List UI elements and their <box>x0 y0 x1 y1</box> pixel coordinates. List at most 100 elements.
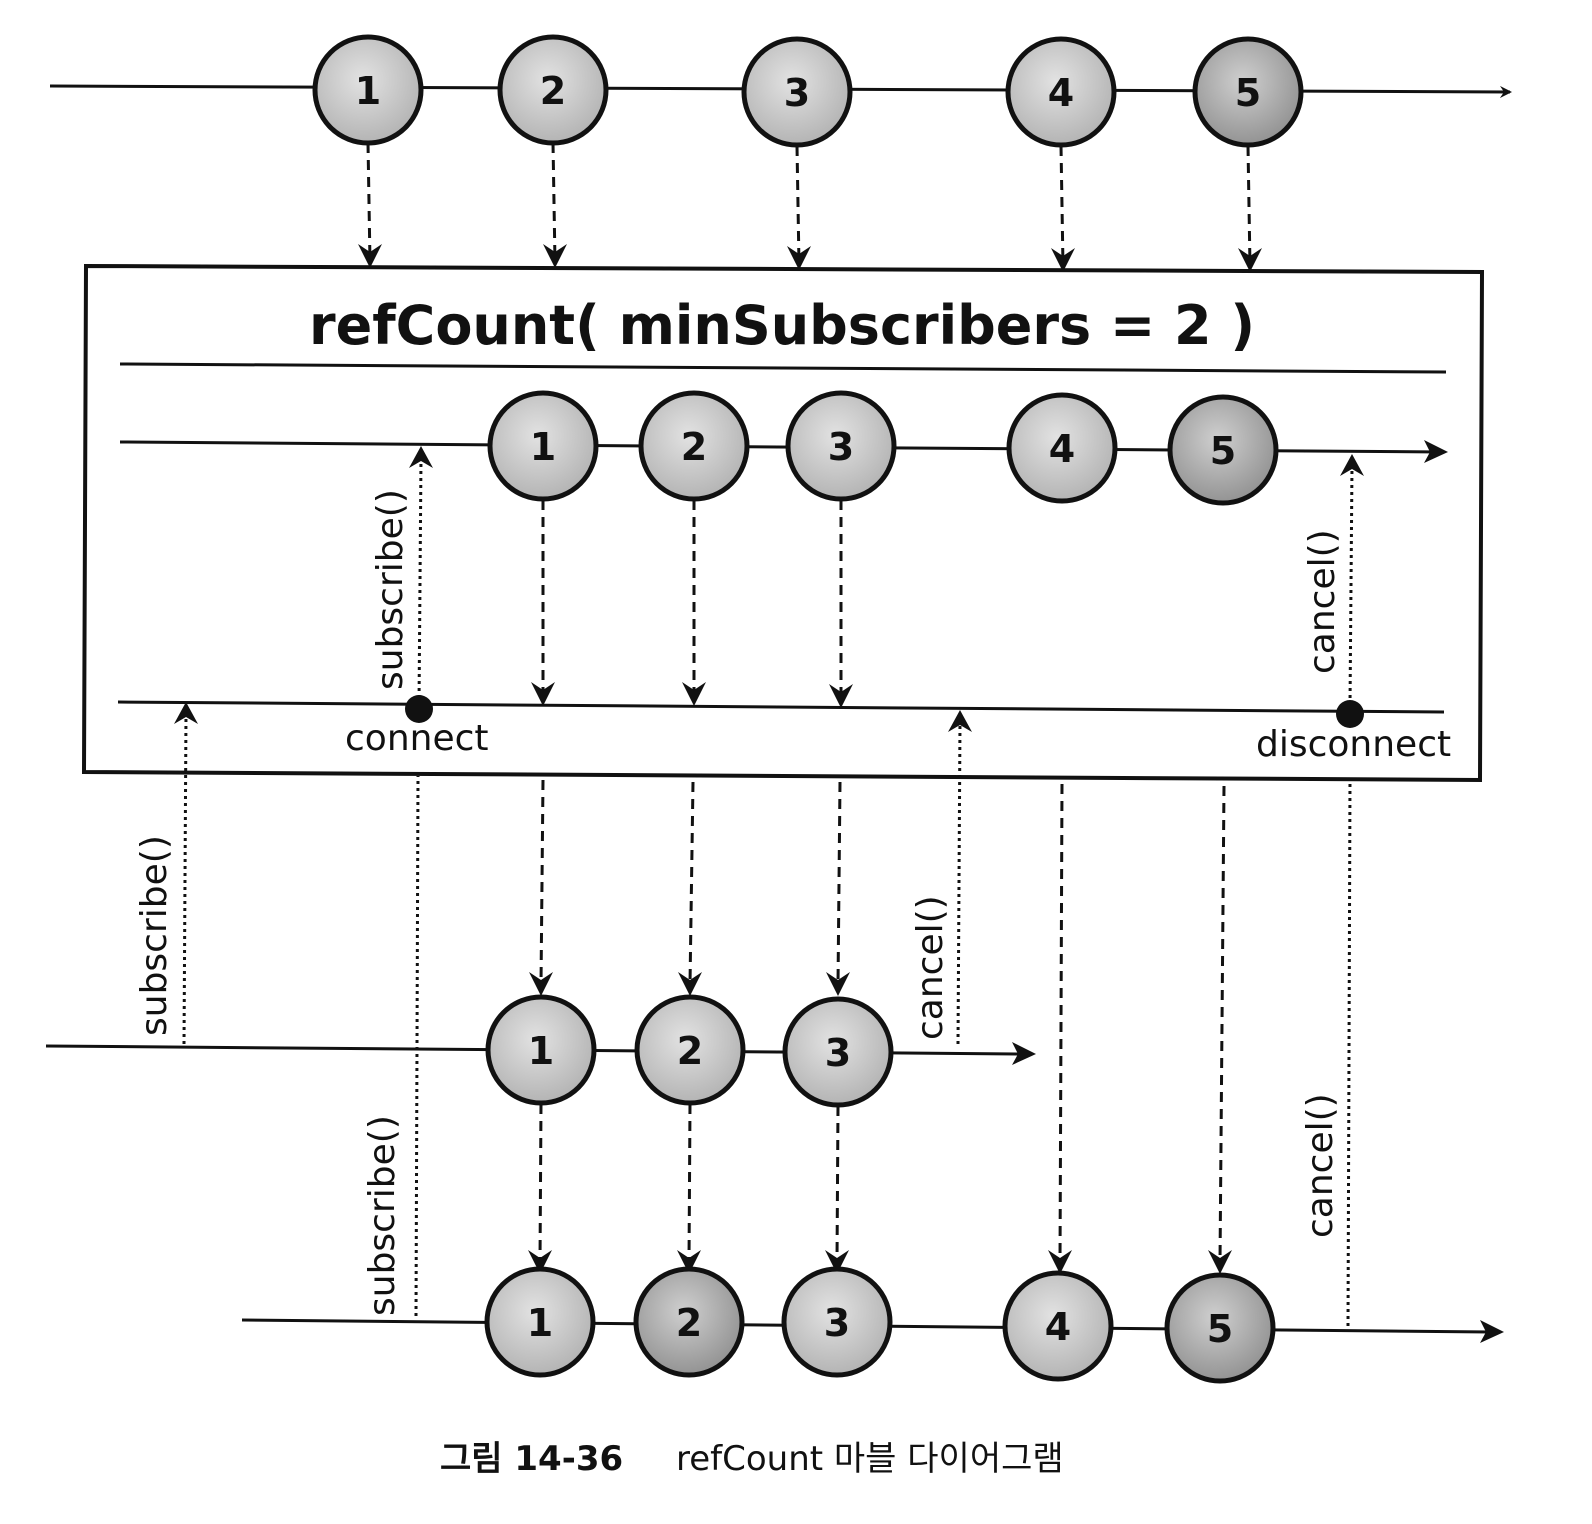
marble-circle <box>638 390 750 502</box>
source-to-operator-arrows <box>366 142 1252 267</box>
marble-label: 5 <box>1235 71 1261 115</box>
source-arrowhead-2 <box>543 244 567 268</box>
subscriber-a-arrowhead <box>1012 1042 1036 1065</box>
connectable-timeline-line <box>117 700 1445 714</box>
figure-caption-text: refCount 마블 다이어그램 <box>676 1439 1064 1479</box>
marble: 5 <box>1164 1272 1276 1384</box>
marble-label: 4 <box>1048 71 1074 115</box>
marble-label: 1 <box>355 69 381 113</box>
sub-b-subscribe-line <box>414 775 420 1317</box>
sub-a-to-sub-b-arrowhead-3 <box>825 1250 849 1274</box>
sub-a-to-sub-b-arrow-1 <box>538 1103 543 1263</box>
internal-emit-arrowhead-2 <box>682 682 706 706</box>
source-arrowhead-3 <box>787 246 811 270</box>
marble-circle <box>1002 1270 1114 1382</box>
connect-event-dot <box>405 695 433 723</box>
marble: 1 <box>484 1266 596 1378</box>
source-arrowhead-1 <box>358 244 382 268</box>
subscriber-a-marbles: 1 2 3 <box>485 994 894 1108</box>
sub-a-to-sub-b-arrowheads <box>528 1250 849 1274</box>
op-to-sub-b-arrow-4 <box>1058 783 1064 1263</box>
marble: 1 <box>487 390 599 502</box>
disconnect-event-dot <box>1336 700 1364 728</box>
marble-label: 3 <box>784 71 810 115</box>
operator-box-border <box>81 263 1485 783</box>
sub-a-to-sub-b-arrowhead-1 <box>528 1250 552 1274</box>
marble-label: 3 <box>824 1301 850 1345</box>
source-arrow-3 <box>795 145 801 265</box>
internal-cancel-line <box>1348 465 1354 706</box>
internal-subscribe-label: subscribe() <box>370 489 411 690</box>
marble-label: 1 <box>527 1301 553 1345</box>
marble-label: 1 <box>528 1029 554 1073</box>
source-arrowhead-4 <box>1051 248 1075 272</box>
marble-circle <box>634 994 746 1106</box>
sub-a-subscribe-arrowhead <box>174 702 198 724</box>
marble: 4 <box>1002 1270 1114 1382</box>
internal-timeline-arrowhead <box>1424 440 1448 463</box>
marble-label: 2 <box>540 69 566 113</box>
marble-circle <box>785 390 897 502</box>
subscriber-b-arrowhead <box>1480 1320 1504 1343</box>
internal-cancel-label: cancel() <box>1302 529 1343 674</box>
internal-marbles: 1 2 3 4 5 <box>487 390 1279 506</box>
marble-circle <box>487 390 599 502</box>
operator-title-divider <box>119 362 1447 374</box>
sub-b-cancel-label: cancel() <box>1300 1093 1341 1238</box>
internal-emit-arrowheads <box>531 682 853 708</box>
op-to-sub-b-arrows <box>1058 783 1226 1263</box>
marble: 3 <box>781 1266 893 1378</box>
sub-a-to-sub-b-arrow-3 <box>835 1105 840 1263</box>
op-to-sub-b-arrowhead-4 <box>1048 1250 1072 1274</box>
sub-b-cancel-line <box>1346 779 1352 1327</box>
internal-emit-arrowhead-1 <box>531 682 555 706</box>
marble-label: 1 <box>530 425 556 469</box>
marble: 4 <box>1005 36 1117 148</box>
marble-circle <box>781 1266 893 1378</box>
subscriber-b-marbles: 1 2 3 4 5 <box>484 1266 1276 1384</box>
marble: 4 <box>1006 392 1118 504</box>
sub-a-cancel-label: cancel() <box>910 895 951 1040</box>
op-to-sub-b-arrowhead-5 <box>1208 1250 1232 1274</box>
marble-circle <box>1167 394 1279 506</box>
marble: 2 <box>638 390 750 502</box>
op-to-sub-a-arrows <box>539 779 842 985</box>
marble-circle <box>484 1266 596 1378</box>
sub-a-cancel-arrowhead <box>948 710 972 732</box>
internal-cancel-arrowhead <box>1340 454 1364 476</box>
op-to-sub-a-arrow-3 <box>836 781 842 985</box>
marble-label: 4 <box>1045 1305 1071 1349</box>
marble: 2 <box>497 34 609 146</box>
internal-emit-arrows <box>541 500 843 696</box>
source-arrowheads <box>358 244 1262 272</box>
marble-label: 2 <box>676 1301 702 1345</box>
marble: 5 <box>1192 36 1304 148</box>
source-marbles: 1 2 3 4 5 <box>312 34 1304 148</box>
marble: 2 <box>634 994 746 1106</box>
op-to-sub-a-arrowhead-3 <box>826 972 850 996</box>
marble-circle <box>1192 36 1304 148</box>
sub-a-subscribe-label: subscribe() <box>134 835 175 1036</box>
marble-label: 5 <box>1207 1307 1233 1351</box>
source-arrow-5 <box>1246 145 1252 267</box>
figure-caption: 그림 14-36 refCount 마블 다이어그램 <box>440 1439 1064 1479</box>
source-arrow-1 <box>366 142 372 263</box>
sub-a-subscribe-line <box>182 713 188 1045</box>
op-to-sub-a-arrowhead-2 <box>678 972 702 996</box>
marble-label: 3 <box>828 425 854 469</box>
sub-a-cancel-line <box>956 721 962 1045</box>
marble-circle <box>497 34 609 146</box>
op-to-sub-b-arrow-5 <box>1218 785 1226 1263</box>
connect-label: connect <box>345 718 489 759</box>
marble-circle <box>741 36 853 148</box>
marble-label: 2 <box>681 425 707 469</box>
marble: 1 <box>485 994 597 1106</box>
source-arrowhead-5 <box>1238 248 1262 272</box>
op-to-sub-a-arrow-2 <box>688 781 695 985</box>
internal-subscribe-arrowhead <box>409 446 433 468</box>
op-to-sub-a-arrowheads <box>529 972 850 996</box>
marble: 5 <box>1167 394 1279 506</box>
marble-circle <box>633 1266 745 1378</box>
marble-label: 5 <box>1210 429 1236 473</box>
